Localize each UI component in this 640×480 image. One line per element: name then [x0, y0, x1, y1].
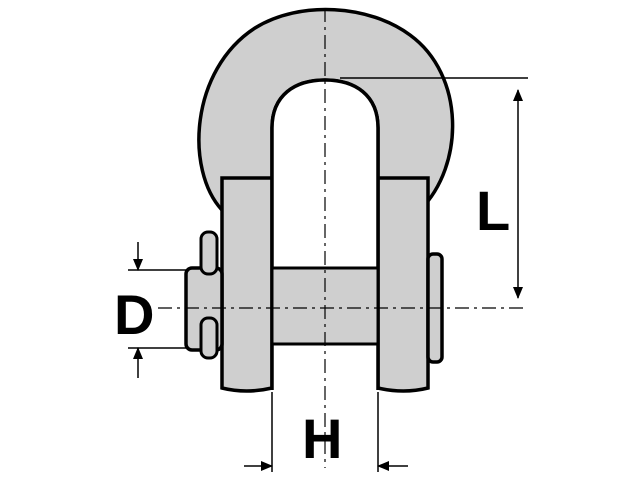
diameter-label: D: [114, 283, 154, 346]
width-label: H: [302, 407, 342, 470]
shackle-left-leg: [220, 176, 274, 393]
shackle-right-leg: [376, 176, 430, 393]
pin-collar-bottom: [199, 316, 219, 360]
length-label: L: [476, 179, 510, 242]
pin-collar-top: [199, 230, 219, 276]
